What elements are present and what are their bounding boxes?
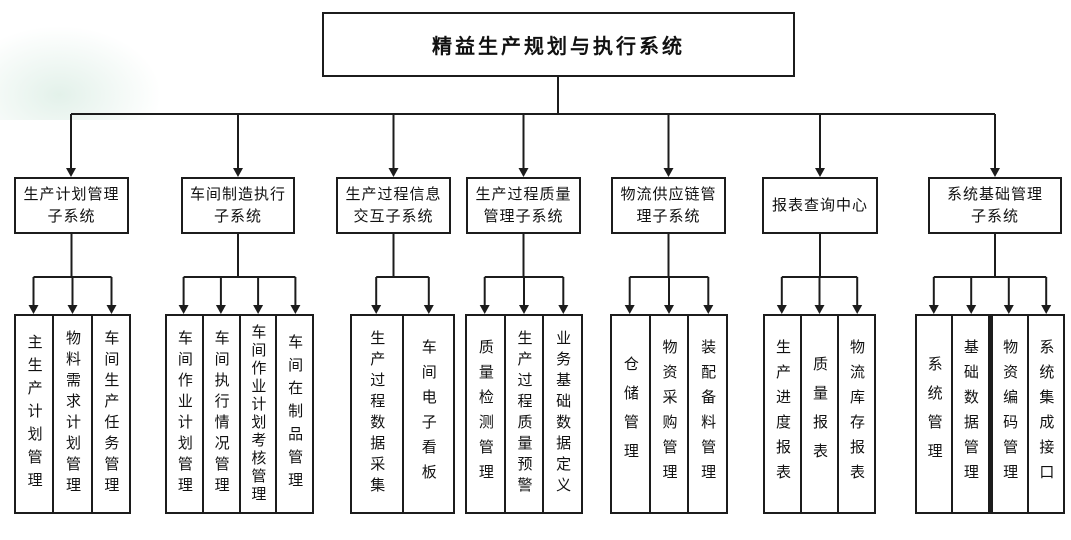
node-label-line: 车间制造执行	[189, 185, 286, 203]
leaf-node: 车间电子看板	[401, 314, 455, 514]
leaf-node: 系统集成接口	[1026, 314, 1065, 514]
node-label-line: 生产过程质量	[475, 185, 572, 203]
leaf-node: 生产过程数据采集	[350, 314, 404, 514]
node-report-center: 报表查询中心	[762, 177, 878, 234]
leaf-group-process-info-interaction: 生产过程数据采集 车间电子看板	[350, 314, 455, 514]
leaf-group-production-planning: 主生产计划管理 物料需求计划管理 车间生产任务管理	[14, 314, 131, 514]
node-label-line: 交互子系统	[353, 207, 434, 225]
leaf-node: 生产进度报表	[763, 314, 802, 514]
node-production-planning: 生产计划管理 子系统	[14, 177, 129, 234]
leaf-node: 车间作业计划管理	[165, 314, 204, 514]
leaf-node: 业务基础数据定义	[542, 314, 584, 514]
node-label-line: 子系统	[213, 207, 262, 225]
leaf-node: 系统管理	[915, 314, 954, 514]
root-node-label: 精益生产规划与执行系统	[432, 36, 685, 58]
node-label-line: 报表查询中心	[771, 196, 868, 214]
root-node: 精益生产规划与执行系统	[322, 12, 795, 77]
leaf-node: 仓储管理	[610, 314, 651, 514]
node-label-line: 系统基础管理	[946, 185, 1043, 203]
leaf-group-report-center: 生产进度报表 质量报表 物流库存报表	[763, 314, 876, 514]
node-label-line: 生产过程信息	[345, 185, 442, 203]
node-label-line: 理子系统	[636, 207, 701, 225]
node-process-quality: 生产过程质量 管理子系统	[466, 177, 581, 234]
leaf-node: 质量检测管理	[465, 314, 506, 514]
node-label-line: 管理子系统	[483, 207, 564, 225]
leaf-node: 生产过程质量预警	[503, 314, 545, 514]
leaf-group-workshop-execution: 车间作业计划管理 车间执行情况管理 车间作业计划考核管理 车间在制品管理	[165, 314, 314, 514]
leaf-node: 质量报表	[800, 314, 839, 514]
node-label-line: 生产计划管理	[23, 185, 120, 203]
leaf-node: 车间作业计划考核管理	[238, 314, 278, 514]
node-label-line: 子系统	[47, 207, 96, 225]
node-logistics-supply-chain: 物流供应链管 理子系统	[611, 177, 726, 234]
leaf-node: 装配备料管理	[687, 314, 729, 514]
leaf-node: 车间在制品管理	[275, 314, 314, 514]
leaf-node: 物资采购管理	[648, 314, 690, 514]
leaf-node: 车间执行情况管理	[201, 314, 241, 514]
node-system-foundation: 系统基础管理 子系统	[928, 177, 1062, 234]
leaf-node: 基础数据管理	[951, 314, 990, 514]
leaf-node: 物资编码管理	[987, 314, 1029, 514]
node-process-info-interaction: 生产过程信息 交互子系统	[336, 177, 451, 234]
leaf-group-system-foundation: 系统管理 基础数据管理 物资编码管理 系统集成接口	[915, 314, 1065, 514]
node-workshop-execution: 车间制造执行 子系统	[181, 177, 295, 234]
leaf-group-process-quality: 质量检测管理 生产过程质量预警 业务基础数据定义	[465, 314, 584, 514]
node-label-line: 物流供应链管	[620, 185, 717, 203]
leaf-node: 主生产计划管理	[14, 314, 55, 514]
leaf-node: 车间生产任务管理	[90, 314, 131, 514]
leaf-node: 物流库存报表	[837, 314, 876, 514]
leaf-node: 物料需求计划管理	[52, 314, 93, 514]
node-label-line: 子系统	[970, 207, 1019, 225]
leaf-group-logistics-supply-chain: 仓储管理 物资采购管理 装配备料管理	[610, 314, 729, 514]
